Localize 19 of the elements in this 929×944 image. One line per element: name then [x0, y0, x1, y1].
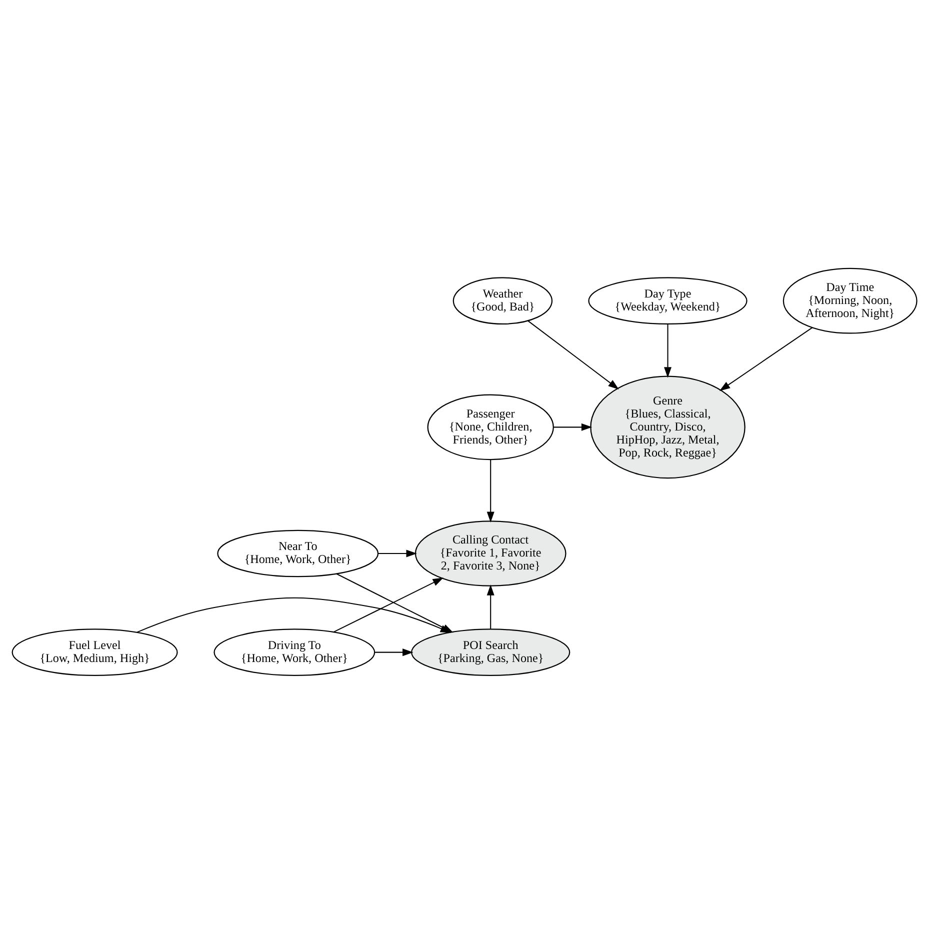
arrow — [486, 584, 494, 629]
arrow — [554, 423, 592, 431]
node-ellipse: Day Time {Morning, Noon, Afternoon, Night} — [782, 268, 918, 334]
node-ellipse: POI Search {Parking, Gas, None} — [411, 628, 570, 676]
arrow — [334, 578, 444, 632]
arrow — [486, 460, 494, 522]
node-ellipse: Fuel Level {Low, Medium, High} — [12, 628, 178, 676]
node-ellipse: Day Type {Weekday, Weekend} — [588, 277, 748, 325]
arrow — [136, 597, 452, 633]
arrow — [374, 648, 414, 656]
node-ellipse: Weather {Good, Bad} — [452, 277, 553, 325]
arrow — [378, 550, 417, 558]
node-ellipse: Passenger {None, Children, Friends, Other} — [427, 394, 554, 460]
node-ellipse: Near To {Home, Work, Other} — [217, 530, 379, 578]
node-ellipse: Driving To {Home, Work, Other} — [214, 628, 376, 676]
arrow — [719, 327, 813, 392]
arrow — [528, 320, 619, 390]
node-ellipse: Genre {Blues, Classical, Country, Disco, HipHop, Jazz, Metal, Pop, Rock, Reggae} — [590, 376, 746, 479]
arrow — [664, 324, 672, 378]
